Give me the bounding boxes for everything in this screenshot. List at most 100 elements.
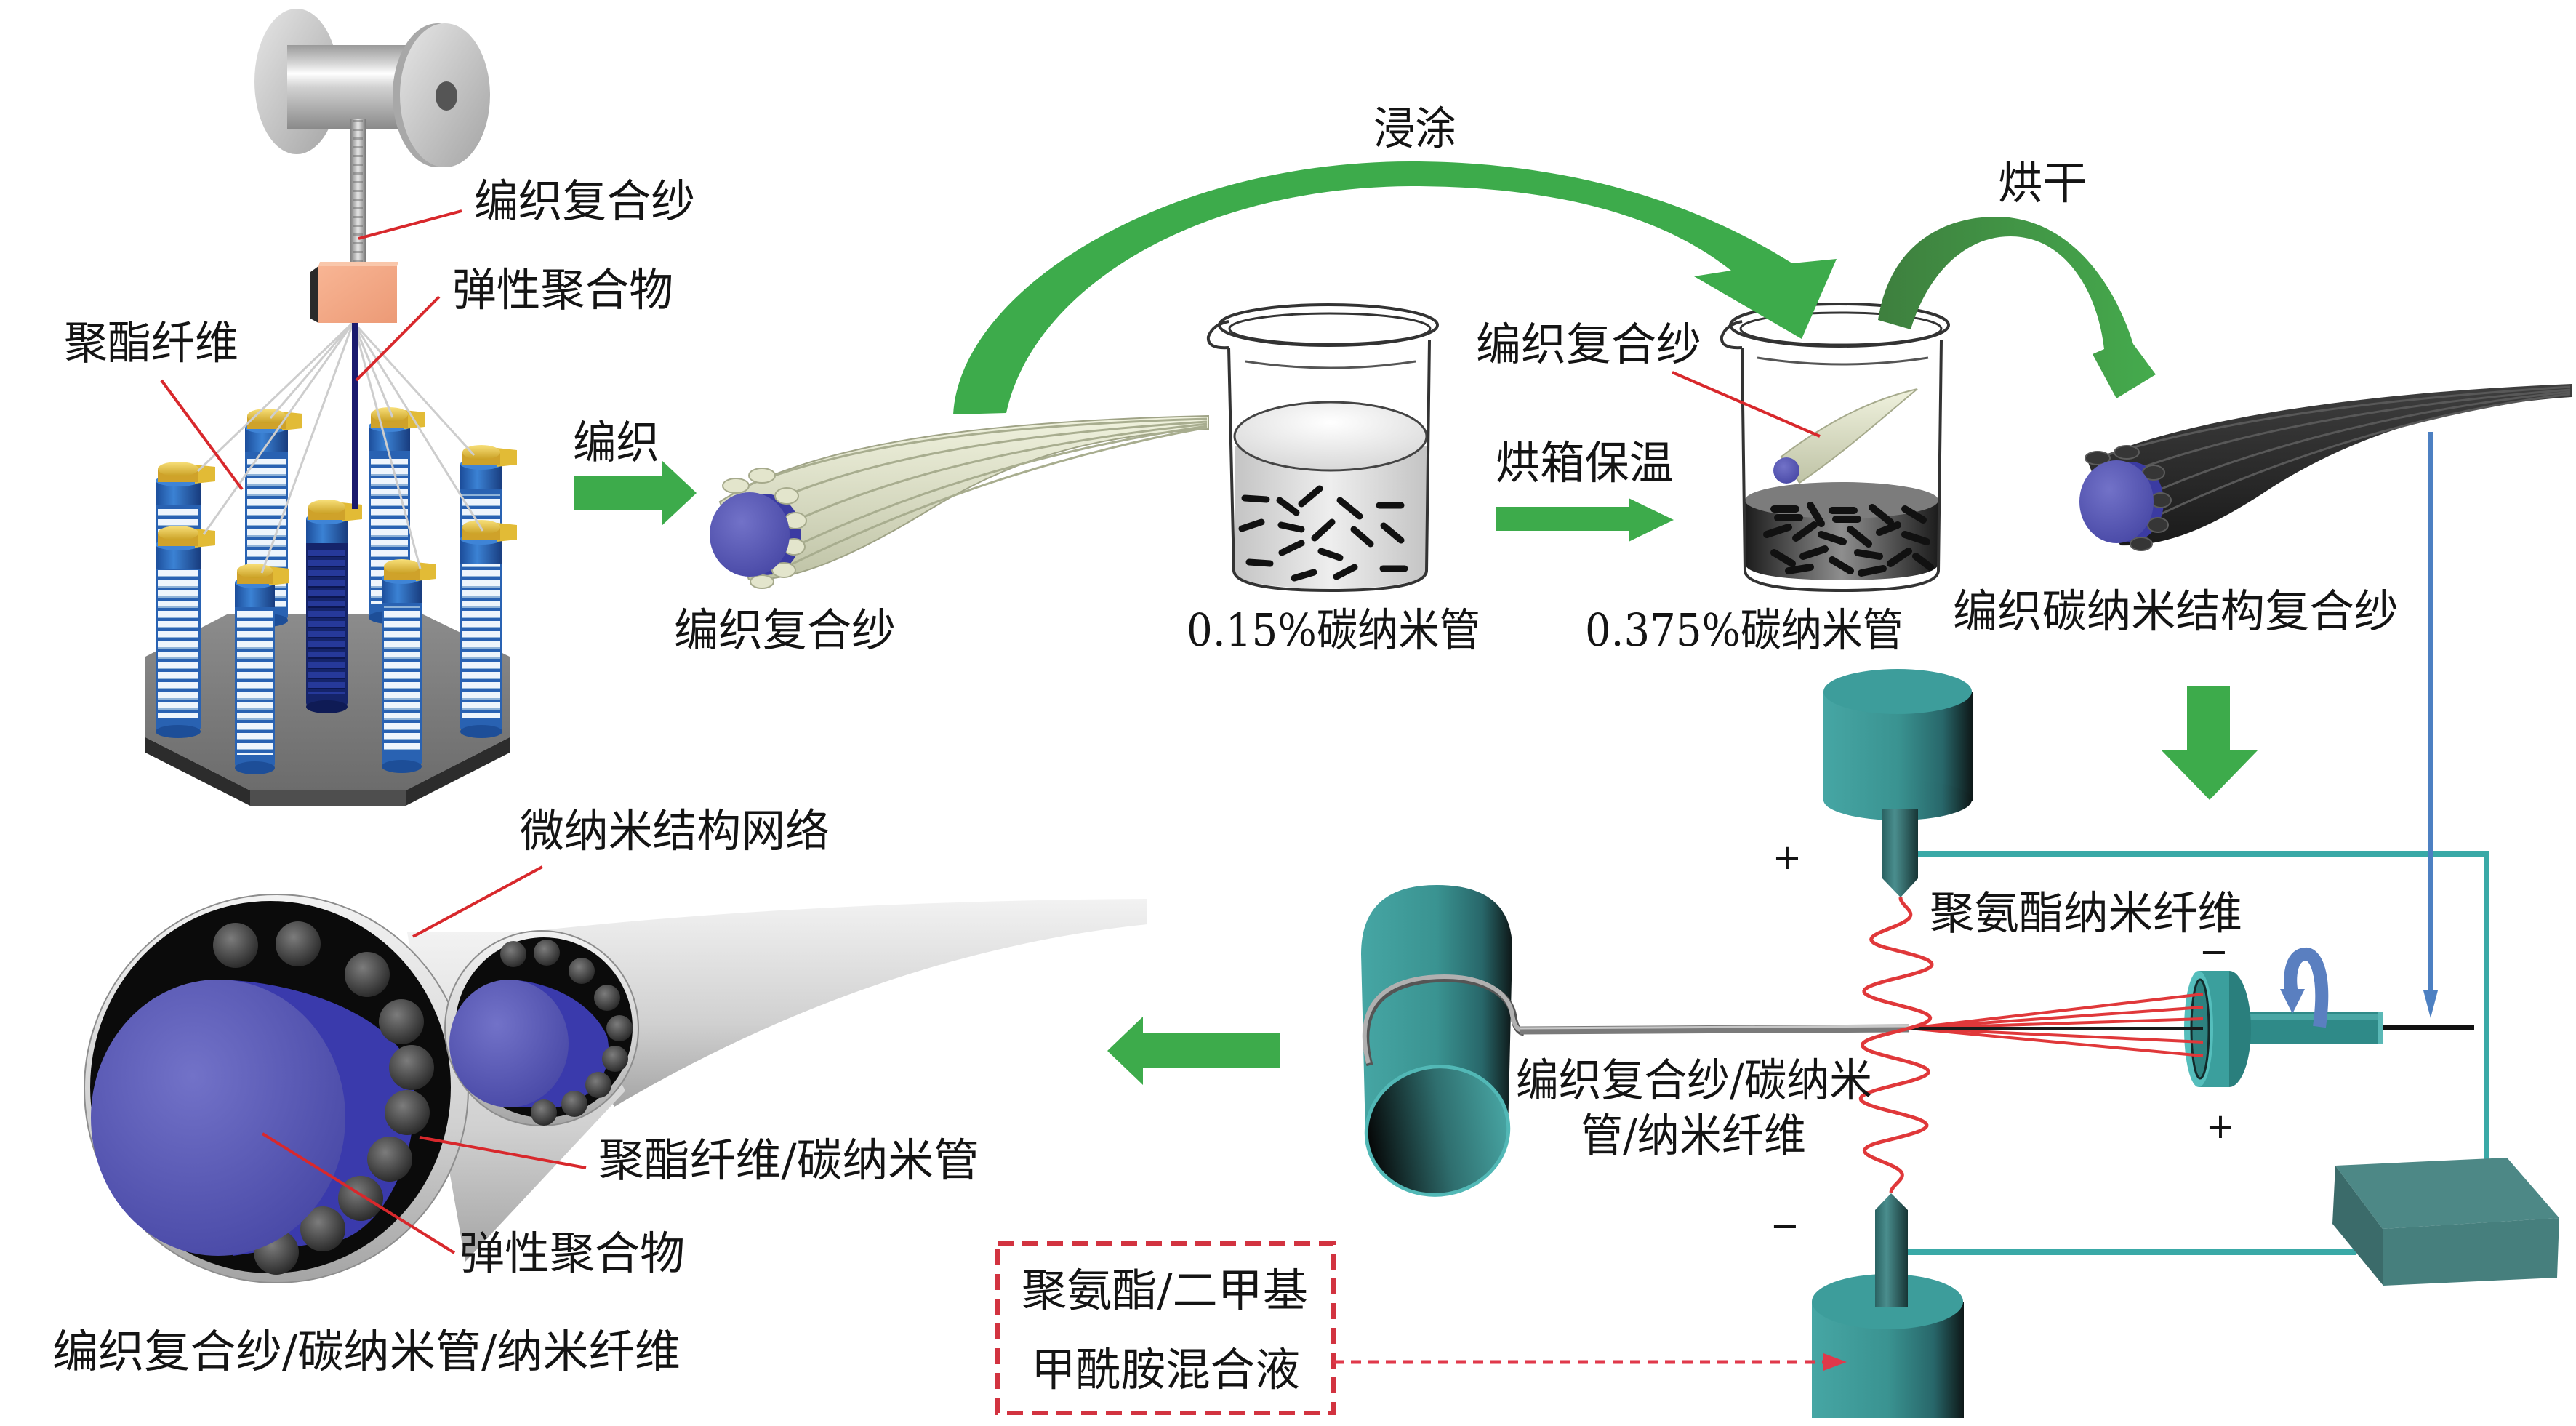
power-supply-top [2335,1158,2559,1229]
carbon-nanotube [1276,497,1300,516]
carrier-tab [269,566,289,585]
beaker-graduation [1757,356,1929,366]
arrow-right-icon [1823,1353,1847,1371]
label-step-braiding: 编织 [573,416,659,469]
carbon-nanotube [1829,556,1854,574]
polarity-lower-nozzle: − [1770,1206,1799,1246]
machine-base-side-front [250,790,406,806]
rotation-arrow-head [2280,989,2305,1014]
roller-body [1361,885,1512,1134]
leader-line-network [412,865,543,938]
polyester-cnt-fiber [367,1137,412,1182]
rotation-arrow-icon [2280,948,2329,1028]
carrier-cap [158,526,198,540]
nanofiber-stream [1909,1027,2204,1044]
label-yarn-in-beaker: 编织复合纱 [1476,318,1701,371]
label-cnt-solution-0375: 0.375%碳纳米管 [1585,604,1903,657]
thread [202,321,355,535]
carbon-nanotube [1245,558,1274,567]
bobbin-base [460,725,502,738]
fiber-strand [770,420,1208,503]
polyester-cnt-fiber [569,958,595,984]
nanofiber-sheath-tail [523,899,1147,1107]
coated-yarn-to-collector [1519,1024,1910,1035]
polyester-cnt-fiber [345,952,390,997]
leader-line-braided-yarn [358,209,462,240]
fiber-strand [734,417,1208,492]
carrier-cap [384,559,420,574]
fiber-tip [771,562,796,578]
carbon-nanotube [1333,564,1358,580]
carrier-cap [237,564,273,578]
arrow-right-icon [574,460,697,526]
label-cnt-solution-015: 0.15%碳纳米管 [1187,604,1480,657]
label-step-dip-coating: 浸涂 [1373,102,1456,155]
polarity-funnel-top: − [2199,932,2228,972]
elastomer-core-face [449,980,569,1107]
fiber-strand [2148,393,2571,521]
carbon-nanotube [1291,569,1317,582]
polyurethane-whipping-jet [1858,897,1934,1193]
beaker-cnt-015 [1206,303,1439,593]
polyester-threads [196,321,484,574]
pump-bottom [1823,780,1972,820]
polyester-cnt-ring [500,940,633,1126]
beaker-spout [1720,320,1743,350]
polyester-cnt-fiber [213,923,258,968]
arrow-down-icon [2423,990,2438,1018]
lower-syringe-pump [1812,1193,1964,1418]
carrier-cap [158,462,198,476]
carbon-nanotube [1770,549,1796,567]
polyester-cnt-fiber [561,1091,587,1117]
polyester-cnt-fiber [389,1045,434,1090]
bobbin-front-left [235,564,289,774]
fiber-tip [750,574,774,589]
carbon-nanotubes-dense [1763,502,1934,577]
carbon-nanotubes [1238,485,1408,582]
carbon-nanotube [1317,548,1344,561]
leader-line-yarn-in-beaker [1672,371,1821,438]
label-braided-yarn: 编织复合纱 [674,604,896,657]
carbon-nanotube [1298,485,1323,508]
label-micro-nano-network: 微纳米结构网络 [520,804,830,857]
carbon-nanotube [1887,548,1912,567]
guide-block-front [318,266,397,323]
label-step-oven: 烘箱保温 [1496,436,1674,489]
carrier-tab [497,523,517,542]
label-braided-yarn-top: 编织复合纱 [474,175,695,228]
upper-syringe-pump [1823,669,1973,897]
polyester-cnt-fiber [606,1015,633,1041]
carrier-cap [247,409,286,423]
elastomer-core-face [710,492,790,577]
fiber-tip [2147,517,2169,533]
thread [260,321,355,574]
thread [352,321,422,569]
arrow-left-icon [1107,1017,1280,1085]
bobbin-base [306,700,348,713]
roller-open-end [1364,1065,1511,1197]
carbon-nanotube [1854,549,1883,560]
carbon-nanotube [1278,540,1305,556]
coated-yarn-highlight [1519,1025,1910,1030]
polyester-cnt-fiber [300,1206,345,1251]
polyester-cnt-fiber [385,1090,430,1135]
label-pu-nanofiber: 聚氨酯纳米纤维 [1930,886,2242,940]
liquid-surface [1233,401,1428,472]
polarity-upper-nozzle: + [1773,837,1802,878]
label-final-yarn-caption: 编织复合纱/碳纳米管/纳米纤维 [52,1325,681,1378]
fiber-tip [2130,537,2153,551]
carbon-nanotube [1799,545,1829,560]
label-elastomer-top: 弹性聚合物 [452,263,673,316]
beaker-cnt-0375 [1720,303,1950,593]
fiber-strand [781,422,1208,529]
nanofiber-streams [1909,993,2204,1057]
fiber-tip [748,468,776,484]
bobbin-thread-winding [384,606,420,753]
carrier-cap [308,500,345,514]
carbon-nanotube [1241,494,1270,503]
solution-box [995,1241,1336,1415]
braided-composite-yarn [710,414,1209,589]
bobbin-thread-winding [308,548,345,694]
nanofiber-stream [1909,993,2204,1030]
